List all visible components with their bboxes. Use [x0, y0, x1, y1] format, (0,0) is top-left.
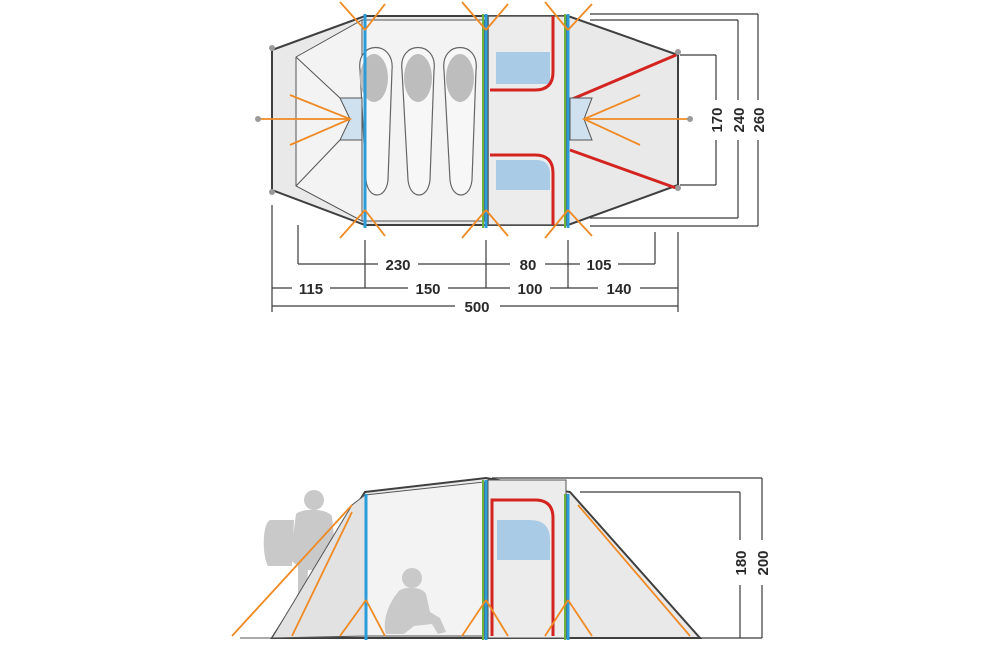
stake-icon: [675, 49, 681, 55]
dim-label-240: 240: [731, 107, 748, 132]
dim-label-170: 170: [709, 107, 726, 132]
top-side-window-right: [569, 97, 593, 141]
dim-label-200: 200: [755, 550, 772, 575]
sleeping-bag-2-hood: [404, 54, 432, 102]
person-sitting-icon: [384, 568, 446, 634]
dim-label-180: 180: [733, 550, 750, 575]
dim-label-105: 105: [586, 257, 611, 274]
top-window-upper: [496, 52, 550, 84]
sleeping-bag-1-hood: [360, 54, 388, 102]
top-dimension-lines: [271, 13, 759, 312]
dim-label-150: 150: [415, 281, 440, 298]
side-door-outline: [490, 498, 555, 636]
dim-label-140: 140: [606, 281, 631, 298]
guy-line: [291, 511, 353, 637]
guy-line: [231, 504, 353, 637]
stake-markers: [255, 45, 693, 195]
stake-icon: [269, 45, 275, 51]
guy-line: [339, 209, 386, 239]
guy-line: [461, 599, 509, 637]
guy-line: [258, 94, 353, 146]
stake-icon: [675, 185, 681, 191]
cabin-line-1: [295, 56, 341, 99]
dim-label-115: 115: [299, 281, 323, 298]
top-window-lower: [496, 160, 550, 190]
top-door-lower: [490, 153, 555, 225]
dim-label-500: 500: [464, 299, 489, 316]
vestibule-pole-upper: [569, 53, 677, 102]
guy-line: [581, 94, 690, 146]
side-guy-lines: [231, 504, 691, 637]
top-view: 230 80 105 115 150 100 140 500 170 240 2…: [255, 1, 768, 316]
guy-line: [544, 599, 593, 637]
guy-line: [461, 209, 509, 239]
guy-line: [339, 599, 386, 637]
cabin-line-2: [295, 139, 341, 187]
guy-line: [544, 209, 593, 239]
stake-icon: [269, 189, 275, 195]
dim-label-80: 80: [520, 257, 537, 274]
side-window: [497, 520, 550, 560]
top-door-upper: [490, 16, 555, 92]
vestibule-pole-lower: [569, 148, 677, 190]
sleeping-bags: [359, 46, 477, 196]
side-view: 180 200: [231, 476, 772, 640]
sleeping-bag-3-hood: [446, 54, 474, 102]
top-guy-lines: [258, 1, 690, 239]
side-dimension-lines: [492, 477, 763, 639]
dim-label-100: 100: [517, 281, 542, 298]
stake-icon: [687, 116, 693, 122]
guy-line: [339, 1, 386, 31]
stake-icon: [255, 116, 261, 122]
dim-label-230: 230: [385, 257, 410, 274]
guy-line: [577, 504, 691, 637]
dim-label-260: 260: [751, 107, 768, 132]
guy-line: [461, 1, 509, 31]
guy-line: [544, 1, 593, 31]
